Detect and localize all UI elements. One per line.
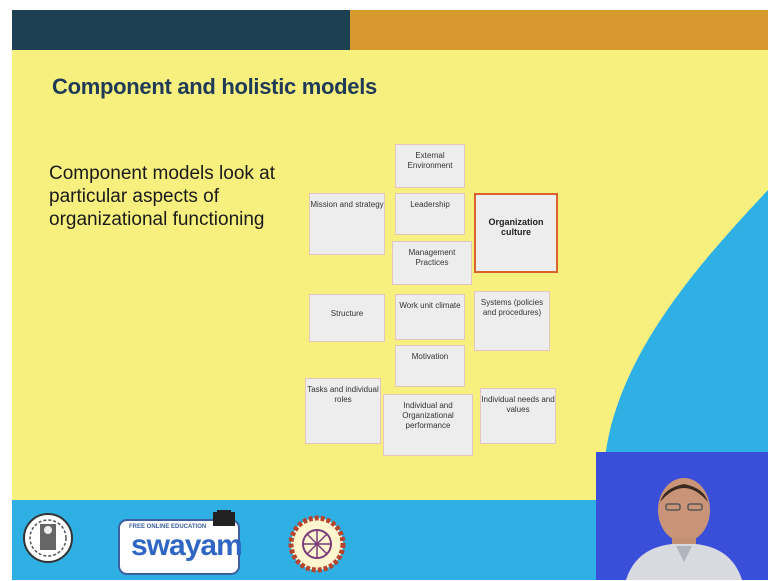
swayam-logo: FREE ONLINE EDUCATION swayam (117, 510, 257, 576)
box-tasks-roles: Tasks and individual roles (305, 378, 381, 444)
header-bar-gold (350, 10, 768, 50)
swayam-tagline: FREE ONLINE EDUCATION (129, 524, 207, 530)
box-external-environment: External Environment (395, 144, 465, 188)
header-bar-dark (12, 10, 350, 50)
box-individual-needs: Individual needs and values (480, 388, 556, 444)
box-mission-strategy: Mission and strategy (309, 193, 385, 255)
slide-body-text: Component models look at particular aspe… (49, 163, 276, 230)
box-organization-culture: Organization culture (474, 193, 558, 273)
nptel-logo (286, 512, 348, 576)
box-structure: Structure (309, 294, 385, 342)
box-work-unit-climate: Work unit climate (395, 294, 465, 340)
box-management-practices: Management Practices (392, 241, 472, 285)
slide: Component and holistic models Component … (12, 10, 768, 580)
box-motivation: Motivation (395, 345, 465, 387)
swayam-brand-text: swayam (131, 529, 243, 562)
box-leadership: Leadership (395, 193, 465, 235)
presenter-video (596, 452, 768, 580)
box-individual-performance: Individual and Organizational performanc… (383, 394, 473, 456)
iit-logo (20, 508, 76, 570)
box-systems: Systems (policies and procedures) (474, 291, 550, 351)
slide-title: Component and holistic models (52, 74, 377, 99)
